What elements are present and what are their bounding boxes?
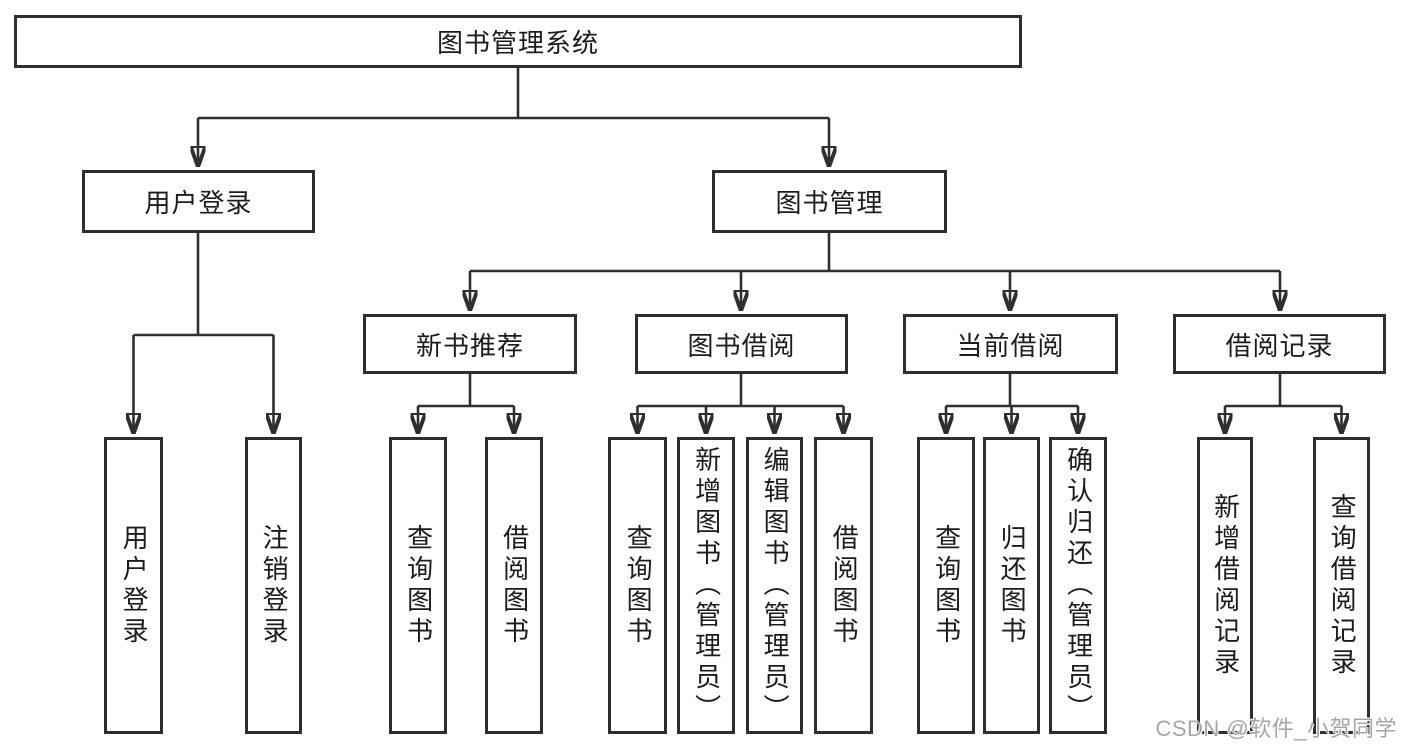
leaf-borrow-add-books-admin: 新增图书（管理员） <box>677 437 735 734</box>
node-user-login: 用户登录 <box>82 170 315 233</box>
leaf-newrec-query-books-label: 查询图书 <box>403 523 434 648</box>
leaf-borrow-edit-books-admin: 编辑图书（管理员） <box>746 437 803 734</box>
connector-book-management <box>470 233 1280 311</box>
leaf-logout-login-label: 注销登录 <box>259 523 290 648</box>
leaf-borrow-edit-books-admin-label: 编辑图书（管理员） <box>760 446 791 725</box>
node-book-management: 图书管理 <box>712 170 947 233</box>
leaf-current-return-books: 归还图书 <box>983 437 1040 734</box>
connector-book-borrowing <box>638 374 844 434</box>
leaf-current-query-books: 查询图书 <box>917 437 975 734</box>
connector-root <box>198 68 829 167</box>
leaf-user-login-label: 用户登录 <box>119 523 150 648</box>
leaf-records-add-record: 新增借阅记录 <box>1197 437 1253 734</box>
node-new-book-recommend: 新书推荐 <box>363 314 577 374</box>
leaf-records-add-record-label: 新增借阅记录 <box>1210 492 1241 679</box>
leaf-newrec-borrow-books-label: 借阅图书 <box>499 523 530 648</box>
leaf-current-confirm-return-admin-label: 确认归还（管理员） <box>1063 446 1094 725</box>
node-current-borrowing-label: 当前借阅 <box>956 330 1065 361</box>
leaf-newrec-query-books: 查询图书 <box>389 437 447 734</box>
leaf-current-query-books-label: 查询图书 <box>931 523 962 648</box>
node-borrow-records-label: 借阅记录 <box>1225 330 1334 361</box>
connector-current-borrowing <box>946 374 1078 434</box>
node-book-management-label: 图书管理 <box>775 188 884 218</box>
leaf-newrec-borrow-books: 借阅图书 <box>485 437 543 734</box>
leaf-logout-login: 注销登录 <box>245 437 302 734</box>
leaf-records-query-record: 查询借阅记录 <box>1313 437 1370 734</box>
leaf-records-query-record-label: 查询借阅记录 <box>1327 492 1358 679</box>
leaf-user-login: 用户登录 <box>104 437 163 734</box>
node-book-borrowing: 图书借阅 <box>635 314 848 374</box>
node-root-label: 图书管理系统 <box>436 28 599 58</box>
watermark: CSDN @软件_小贺同学 <box>1155 716 1397 741</box>
leaf-borrow-query-books: 查询图书 <box>608 437 667 734</box>
connector-user-login <box>134 233 274 434</box>
node-new-book-recommend-label: 新书推荐 <box>415 330 524 361</box>
leaf-current-confirm-return-admin: 确认归还（管理员） <box>1049 437 1107 734</box>
leaf-borrow-query-books-label: 查询图书 <box>623 523 654 648</box>
leaf-borrow-borrow-books: 借阅图书 <box>814 437 873 734</box>
leaf-borrow-add-books-admin-label: 新增图书（管理员） <box>691 446 722 725</box>
node-user-login-label: 用户登录 <box>144 188 253 218</box>
connector-new-book-recommend <box>418 374 514 434</box>
node-borrow-records: 借阅记录 <box>1173 314 1386 374</box>
connector-borrow-records <box>1225 374 1342 434</box>
node-root: 图书管理系统 <box>14 15 1022 68</box>
leaf-current-return-books-label: 归还图书 <box>997 523 1028 648</box>
node-current-borrowing: 当前借阅 <box>903 314 1118 374</box>
node-book-borrowing-label: 图书借阅 <box>687 330 796 361</box>
leaf-borrow-borrow-books-label: 借阅图书 <box>829 523 860 648</box>
